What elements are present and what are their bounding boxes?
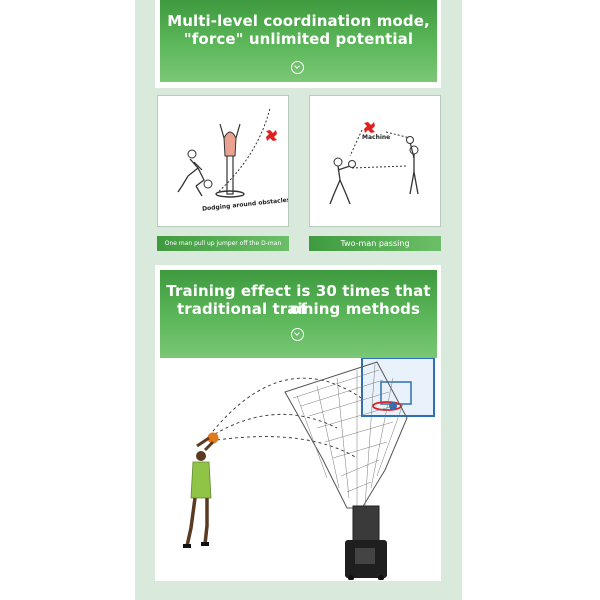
machine-marker-icon [364,122,375,133]
caption-two-man-passing: Two-man passing [309,236,441,251]
chevron-down-icon[interactable] [291,61,304,74]
two-man-passing-illustration: Machine [329,122,419,205]
chevron-down-icon[interactable] [291,328,304,341]
card-pull-up-jumper: Dodging around obstacles [157,95,291,227]
basketball-icon [207,432,219,444]
pull-up-jumper-illustration: Dodging around obstacles [177,107,291,213]
section2-title-line1: Training effect is 30 times that of [166,282,431,318]
target-marker-icon [266,130,277,141]
dodging-label: Dodging around obstacles [202,196,288,212]
card-two-man-passing: Machine [309,95,441,227]
training-photo [157,357,440,581]
machine-label: Machine [362,134,390,141]
caption-pull-up-jumper: One man pull up jumper off the D-man [157,236,289,251]
section2-title-line2: traditional training methods [176,300,421,318]
section1-title-line1: Multi-level coordination mode, [167,12,430,30]
section1-title-line2: "force" unlimited potential [183,30,414,48]
section2-banner: Training effect is 30 times that of trad… [160,270,437,360]
section1-banner: Multi-level coordination mode, "force" u… [160,0,437,82]
